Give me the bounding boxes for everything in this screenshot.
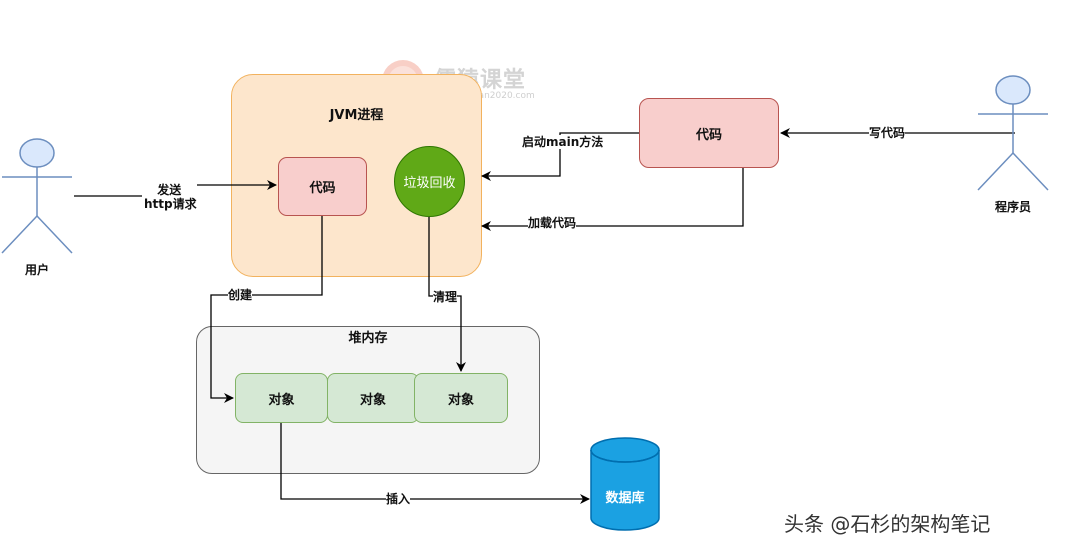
- heap-object: 对象: [235, 373, 328, 423]
- insert-arrow: [280, 423, 590, 504]
- heap-object-label: 对象: [447, 392, 474, 408]
- heap-object-label: 对象: [268, 392, 295, 408]
- gc-circle: 垃圾回收: [394, 146, 465, 217]
- user-label: 用户: [24, 263, 49, 277]
- database-label: 数据库: [605, 491, 645, 506]
- edge-label-start-main: 启动main方法: [522, 135, 604, 149]
- heap-object: 对象: [327, 373, 419, 423]
- edge-label-send-line2: http请求: [144, 197, 197, 211]
- edge-label-clean: 清理: [433, 290, 458, 304]
- watermark-url: www.ruyuan2020.com: [434, 91, 535, 101]
- programmer-actor-icon: [977, 75, 1049, 191]
- user-actor-icon: [1, 138, 73, 254]
- edge-label-send-line1: 发送: [157, 183, 182, 197]
- heap-object: 对象: [414, 373, 508, 423]
- edge-label-write-code: 写代码: [869, 126, 906, 140]
- edge-label-insert: 插入: [386, 492, 411, 506]
- jvm-code-label: 代码: [309, 181, 336, 196]
- heap-object-label: 对象: [359, 392, 386, 408]
- edge-label-create: 创建: [228, 288, 253, 302]
- database-icon: [590, 437, 660, 531]
- programmer-label: 程序员: [994, 200, 1031, 214]
- edge-label-load-code: 加载代码: [528, 216, 577, 230]
- external-code-label: 代码: [695, 127, 722, 143]
- footer-watermark: 头条 @石杉的架构笔记: [784, 512, 991, 536]
- load-code-arrow: [481, 168, 744, 231]
- heap-title: 堆内存: [348, 331, 388, 346]
- start-main-arrow: [481, 132, 639, 181]
- gc-label: 垃圾回收: [403, 176, 456, 191]
- jvm-title: JVM进程: [329, 108, 384, 123]
- jvm-code-box: 代码: [278, 157, 367, 216]
- external-code-box: 代码: [639, 98, 779, 168]
- edge-label-send: 发送 http请求: [142, 183, 197, 211]
- create-arrow: [210, 216, 323, 403]
